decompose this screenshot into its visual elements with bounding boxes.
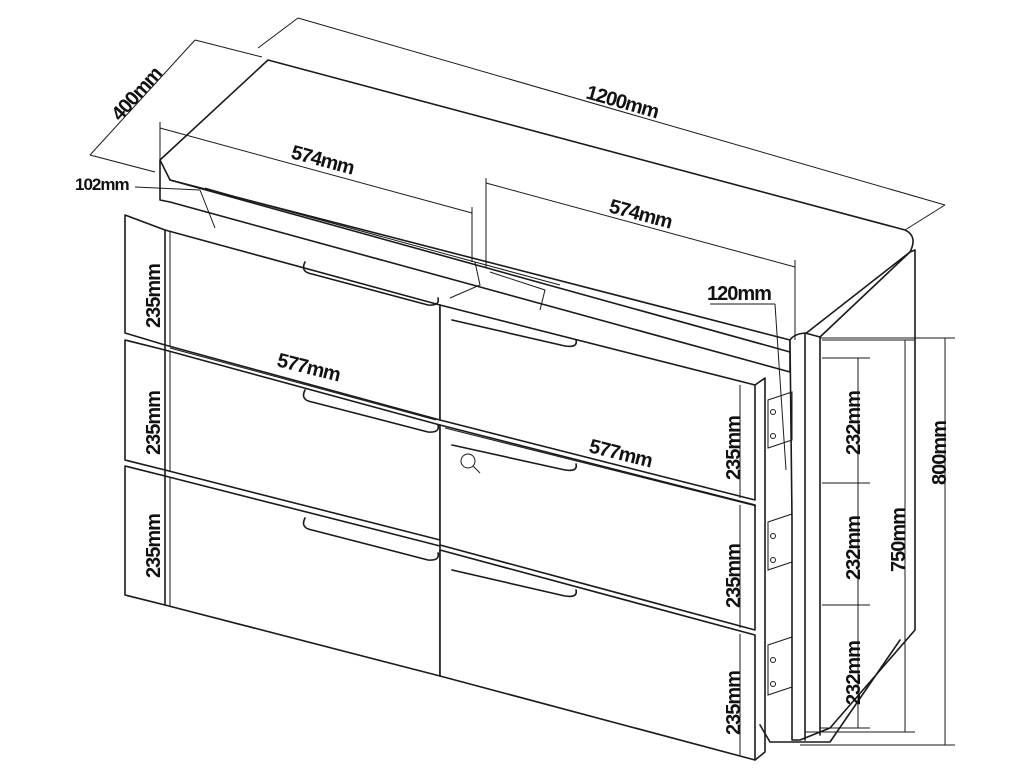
- runner-3: [767, 636, 793, 696]
- handle-right-1: [451, 319, 578, 348]
- screw-6: [770, 681, 776, 687]
- label-left-2: 235mm: [143, 391, 165, 455]
- screw-1: [770, 409, 776, 415]
- label-depth: 400mm: [107, 63, 166, 125]
- screw-4: [770, 557, 776, 563]
- label-left-3: 235mm: [143, 514, 165, 578]
- inner-divider: [449, 261, 481, 299]
- screw-3: [770, 533, 776, 539]
- label-side-3: 232mm: [843, 641, 865, 705]
- handle-left-3: [302, 517, 440, 561]
- screw-2: [770, 433, 776, 439]
- runner-1: [767, 391, 793, 449]
- dim-side-drawers: [820, 357, 870, 729]
- dim-width: [257, 17, 946, 231]
- inner-divider-2: [489, 271, 546, 311]
- handle-right-3: [451, 569, 578, 598]
- label-120: 120mm: [707, 283, 771, 305]
- inner-back: [204, 187, 561, 286]
- label-right-3: 235mm: [723, 671, 745, 735]
- magnifier-icon: [460, 453, 481, 474]
- handle-right-2: [451, 444, 578, 472]
- dim-120: [710, 303, 787, 471]
- runner-2: [767, 513, 793, 571]
- dim-577-left: [169, 347, 437, 421]
- handle-left-1: [302, 261, 440, 306]
- label-right-1: 235mm: [723, 416, 745, 480]
- dim-574-left: [159, 122, 473, 262]
- dim-depth: [89, 39, 263, 173]
- label-102: 102mm: [75, 175, 129, 194]
- dim-574-right: [485, 178, 796, 340]
- right-front-edge: [754, 377, 766, 761]
- top-bevel: [169, 179, 791, 353]
- dim-750: [805, 339, 915, 733]
- label-right-2: 235mm: [723, 544, 745, 608]
- label-left-1: 235mm: [143, 264, 165, 328]
- handle-left-2: [302, 389, 440, 433]
- drawer-right-1: [439, 304, 756, 501]
- label-750: 750mm: [888, 508, 910, 572]
- dim-577-right: [444, 427, 757, 507]
- diag-hint: [199, 189, 216, 229]
- label-width: 1200mm: [584, 82, 661, 124]
- label-800: 800mm: [929, 421, 951, 485]
- dim-102: [134, 186, 201, 191]
- screw-5: [770, 657, 776, 663]
- dim-800: [800, 337, 955, 746]
- label-side-1: 232mm: [843, 391, 865, 455]
- drawer-right-2: [439, 424, 756, 631]
- label-side-2: 232mm: [843, 516, 865, 580]
